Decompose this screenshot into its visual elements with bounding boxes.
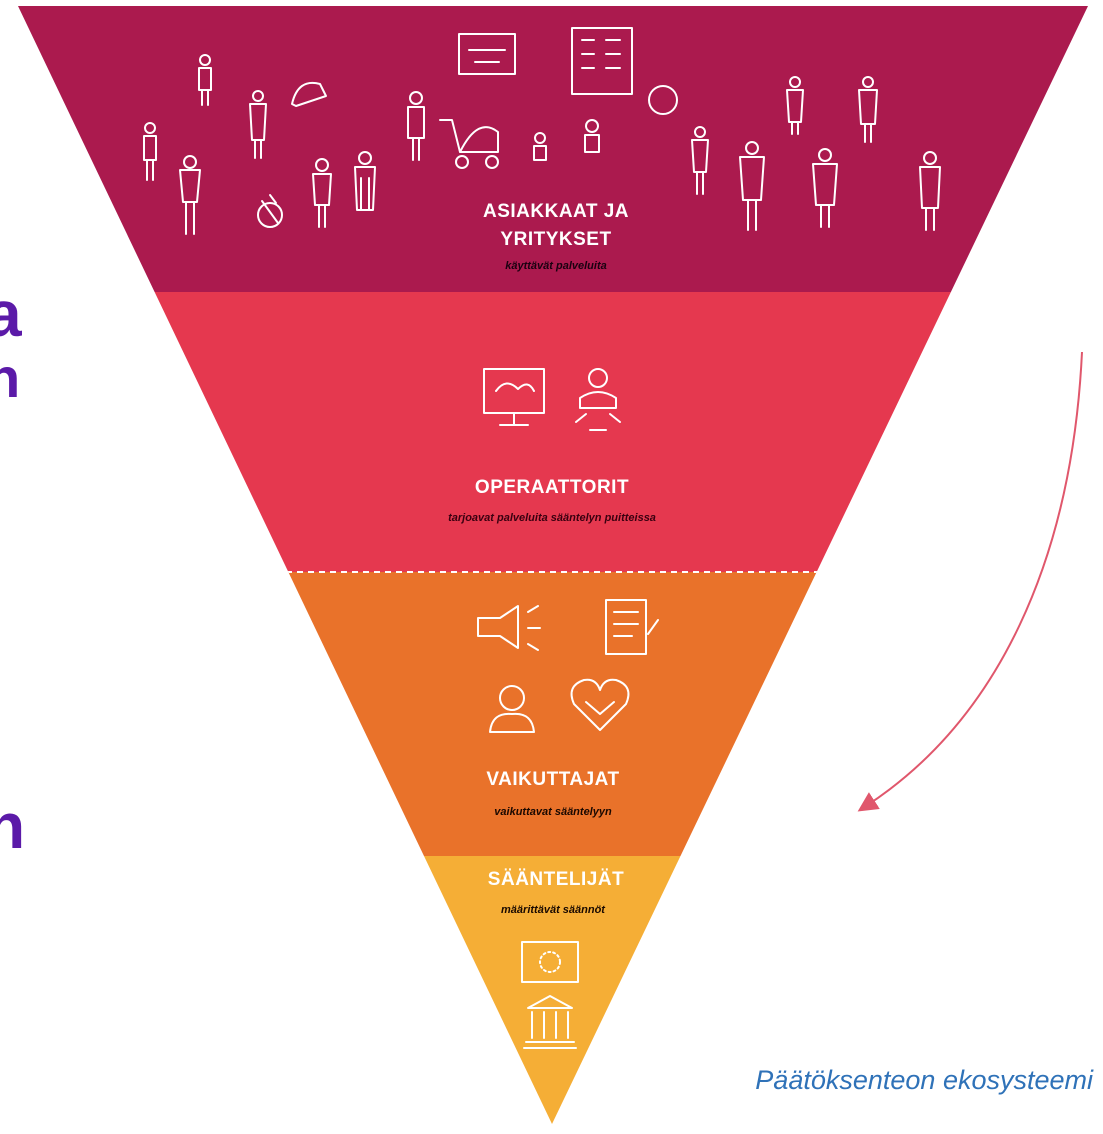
cropped-text-fragment: a (0, 278, 22, 350)
person-icon (786, 76, 804, 135)
document-icon (605, 599, 659, 655)
government-building-icon (523, 995, 577, 1049)
person-icon (312, 158, 332, 228)
person-icon (584, 119, 600, 153)
person-icon (919, 151, 941, 231)
cropped-text-fragment: n (0, 790, 26, 862)
cropped-text-fragment: n (0, 346, 21, 409)
network-monitor-icon (483, 368, 545, 426)
person-icon (198, 54, 212, 106)
dog-icon (291, 82, 327, 107)
person-icon (739, 141, 765, 231)
megaphone-icon (477, 605, 541, 651)
regulators-subtitle: määrittävät säännöt (501, 904, 605, 916)
influencers-title: VAIKUTTAJAT (486, 766, 619, 794)
person-icon (179, 155, 201, 235)
eu-flag-icon (521, 941, 579, 983)
expert-icon (489, 685, 535, 733)
handshake-heart-icon (570, 678, 630, 731)
customers-title-line-1: ASIAKKAAT JA (482, 201, 630, 222)
dog-icon (648, 85, 678, 115)
person-icon (143, 122, 157, 181)
person-icon (354, 151, 376, 211)
operators-subtitle: tarjoavat palveluita sääntelyn puitteiss… (448, 512, 656, 524)
cyclist-icon (257, 194, 283, 228)
person-icon (249, 90, 267, 159)
customers-layer (18, 6, 1088, 292)
person-icon (812, 148, 838, 228)
customers-title-line-2: YRITYKSET (500, 228, 612, 250)
influencers-subtitle: vaikuttavat sääntelyyn (494, 806, 612, 818)
flow-arrow (857, 351, 1083, 812)
regulators-title: SÄÄNTELIJÄT (488, 866, 624, 894)
person-icon (407, 91, 425, 161)
person-icon (533, 132, 547, 161)
person-icon (858, 76, 878, 143)
operators-title-line-1: OPERAATTORIT (474, 477, 630, 498)
customers-title: ASIAKKAAT JA YRITYKSET (483, 198, 629, 253)
customers-subtitle: käyttävät palveluita (505, 260, 607, 272)
influencers-title-line-1: VAIKUTTAJAT (486, 769, 620, 790)
building-icon (571, 27, 633, 95)
stroller-icon (439, 119, 499, 169)
group-icon (575, 368, 621, 431)
diagram-caption: Päätöksenteon ekosysteemi (755, 1065, 1093, 1095)
screen-icon (458, 33, 516, 75)
operators-layer (18, 292, 1088, 572)
operators-title: OPERAATTORIT (475, 474, 629, 502)
person-icon (691, 126, 709, 195)
regulators-title-line-1: SÄÄNTELIJÄT (487, 869, 625, 890)
